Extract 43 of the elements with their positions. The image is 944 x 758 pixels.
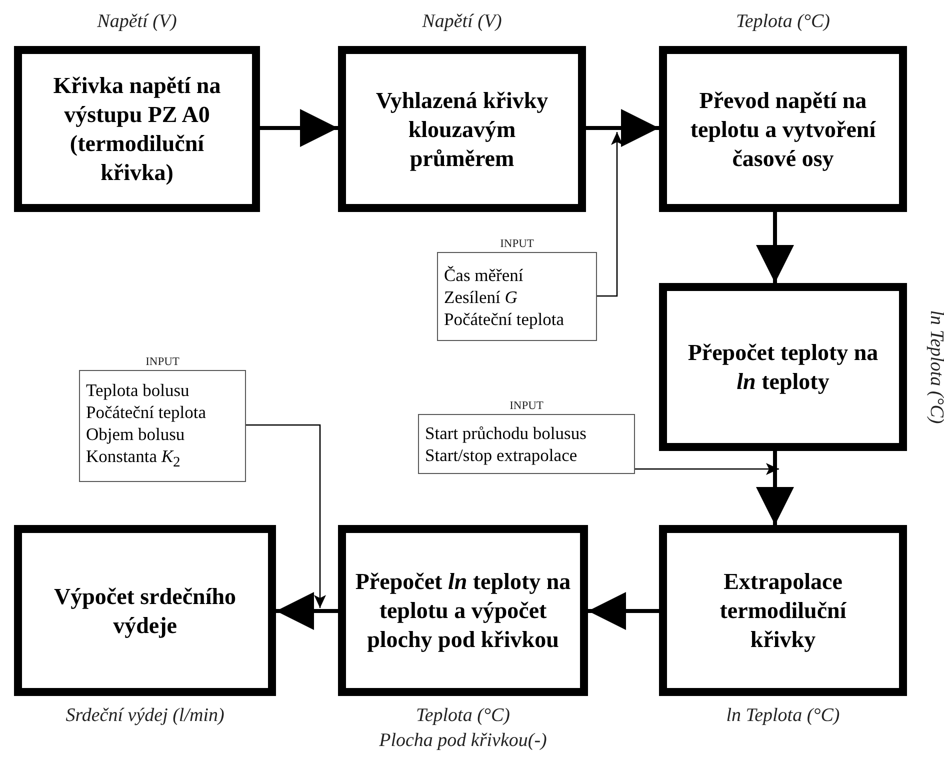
process-box: [14, 46, 260, 212]
flow-arrow: [586, 109, 659, 147]
input-parameter: Počáteční teplota: [86, 400, 206, 423]
process-label: Vyhlazená křivky klouzavým průměrem: [374, 86, 550, 172]
flow-arrow: [260, 109, 338, 147]
process-label: Převod napětí na teplotu a vytvoření časové osy: [689, 86, 877, 172]
process-box: [659, 525, 907, 696]
input-arrow: [597, 132, 623, 297]
unit-label: Teplota (°C): [735, 10, 831, 34]
input-arrow: [635, 463, 779, 475]
input-heading: INPUT: [144, 356, 180, 369]
unit-label: Napětí (V): [421, 10, 503, 34]
input-parameter: Zesílení G: [444, 286, 518, 308]
input-parameter: Teplota bolusu: [86, 378, 190, 401]
unit-label: Srdeční výdej (l/min): [64, 704, 226, 728]
unit-label: Plocha pod křivkou(-): [378, 729, 548, 753]
process-label: Výpočet srdečního výdeje: [52, 582, 238, 640]
unit-label: ln Teplota (°C): [925, 309, 944, 426]
input-heading: INPUT: [499, 238, 535, 251]
process-box: [14, 525, 276, 696]
flow-arrow: [276, 592, 338, 630]
unit-label: Teplota (°C): [415, 704, 511, 728]
process-box: [338, 46, 586, 212]
input-parameter: Čas měření: [444, 264, 524, 286]
input-heading: INPUT: [508, 400, 544, 413]
process-box: [659, 283, 907, 451]
process-label: Křivka napětí na výstupu PZ A0 (termodiluční křivka): [52, 72, 222, 187]
input-parameter: Start průchodu bolusus: [425, 422, 586, 444]
input-parameter: Objem bolusu: [86, 422, 185, 445]
flow-arrow: [756, 212, 794, 283]
unit-label: Napětí (V): [96, 10, 178, 34]
process-box: [338, 525, 588, 696]
input-arrow: [246, 424, 326, 608]
process-label: Přepočet teploty na ln teploty: [686, 339, 880, 396]
process-box: [659, 46, 907, 212]
input-parameter: Start/stop extrapolace: [425, 444, 578, 466]
process-label: Přepočet ln teploty na teplotu a výpočet plochy pod křivkou: [354, 568, 572, 654]
flow-arrow: [588, 592, 659, 630]
input-parameter: Konstanta K$_{2}$: [86, 444, 180, 472]
input-parameter: Počáteční teplota: [444, 308, 564, 330]
process-label: Extrapolace termodiluční křivky: [718, 568, 848, 654]
flow-arrow: [756, 451, 794, 525]
unit-label: ln Teplota (°C): [725, 704, 841, 728]
